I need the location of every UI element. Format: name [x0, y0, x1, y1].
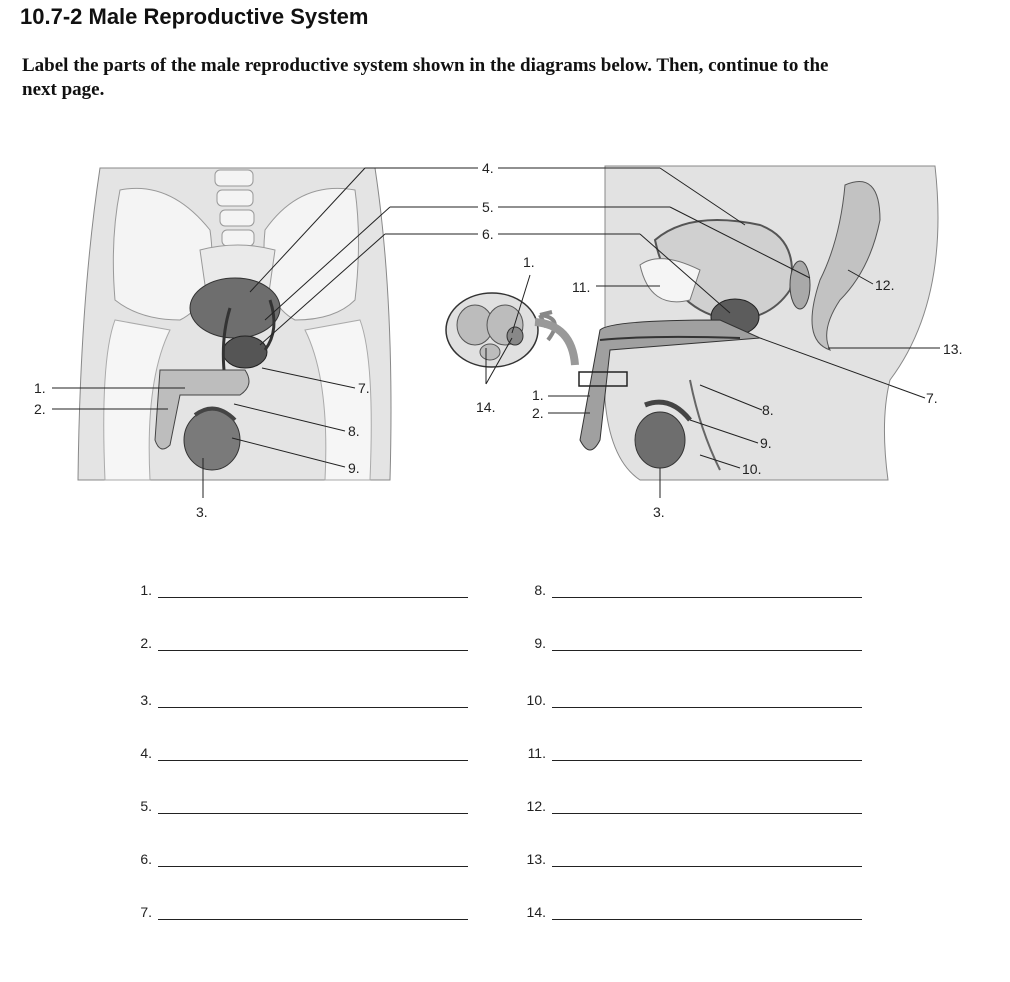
- answer-line-13[interactable]: 13.: [516, 851, 862, 867]
- answer-blank[interactable]: [552, 799, 862, 814]
- front-label-7: 7.: [358, 380, 370, 396]
- side-label-8: 8.: [762, 402, 774, 418]
- anatomy-diagram: 1. 2. 3. 4. 5. 6. 7. 8. 9. 1. 14. 1. 2. …: [0, 0, 1010, 560]
- answer-number: 4.: [122, 745, 158, 761]
- answer-blank[interactable]: [158, 636, 468, 651]
- cross-section: [446, 293, 575, 367]
- side-label-1: 1.: [532, 387, 544, 403]
- side-label-10: 10.: [742, 461, 761, 477]
- side-label-11: 11.: [572, 279, 590, 295]
- side-label-12: 12.: [875, 277, 894, 293]
- answer-line-14[interactable]: 14.: [516, 904, 862, 920]
- cross-label-1: 1.: [523, 254, 535, 270]
- answer-line-5[interactable]: 5.: [122, 798, 468, 814]
- answer-line-10[interactable]: 10.: [516, 692, 862, 708]
- answer-line-11[interactable]: 11.: [516, 745, 862, 761]
- answer-number: 12.: [516, 798, 552, 814]
- front-label-5: 5.: [482, 199, 494, 215]
- answer-number: 8.: [516, 582, 552, 598]
- front-label-6: 6.: [482, 226, 494, 242]
- answer-number: 2.: [122, 635, 158, 651]
- side-label-3: 3.: [653, 504, 665, 520]
- answer-line-2[interactable]: 2.: [122, 635, 468, 651]
- front-label-1: 1.: [34, 380, 46, 396]
- answer-number: 3.: [122, 692, 158, 708]
- answer-line-9[interactable]: 9.: [516, 635, 862, 651]
- answer-number: 5.: [122, 798, 158, 814]
- answer-line-6[interactable]: 6.: [122, 851, 468, 867]
- front-label-8: 8.: [348, 423, 360, 439]
- answer-blank[interactable]: [552, 852, 862, 867]
- answer-blank[interactable]: [158, 905, 468, 920]
- answer-blank[interactable]: [552, 583, 862, 598]
- answer-blank[interactable]: [158, 799, 468, 814]
- answer-number: 10.: [516, 692, 552, 708]
- answer-blank[interactable]: [158, 746, 468, 761]
- answer-line-12[interactable]: 12.: [516, 798, 862, 814]
- front-label-2: 2.: [34, 401, 46, 417]
- cross-label-14: 14.: [476, 399, 495, 415]
- answer-number: 7.: [122, 904, 158, 920]
- answer-line-4[interactable]: 4.: [122, 745, 468, 761]
- answer-number: 6.: [122, 851, 158, 867]
- side-label-13: 13.: [943, 341, 962, 357]
- answer-number: 1.: [122, 582, 158, 598]
- answer-blank[interactable]: [552, 636, 862, 651]
- answer-number: 11.: [516, 745, 552, 761]
- answer-number: 9.: [516, 635, 552, 651]
- answer-number: 14.: [516, 904, 552, 920]
- answer-number: 13.: [516, 851, 552, 867]
- answer-blank[interactable]: [158, 693, 468, 708]
- answer-blank[interactable]: [158, 583, 468, 598]
- front-label-3: 3.: [196, 504, 208, 520]
- side-label-2: 2.: [532, 405, 544, 421]
- front-view: [78, 168, 391, 480]
- answer-blank[interactable]: [158, 852, 468, 867]
- answer-line-1[interactable]: 1.: [122, 582, 468, 598]
- side-label-9: 9.: [760, 435, 772, 451]
- front-label-4: 4.: [482, 160, 494, 176]
- answer-line-3[interactable]: 3.: [122, 692, 468, 708]
- answer-line-7[interactable]: 7.: [122, 904, 468, 920]
- side-view: [579, 166, 938, 480]
- answer-blank[interactable]: [552, 746, 862, 761]
- answer-blank[interactable]: [552, 693, 862, 708]
- answer-line-8[interactable]: 8.: [516, 582, 862, 598]
- front-label-9: 9.: [348, 460, 360, 476]
- side-label-7: 7.: [926, 390, 938, 406]
- answer-blank[interactable]: [552, 905, 862, 920]
